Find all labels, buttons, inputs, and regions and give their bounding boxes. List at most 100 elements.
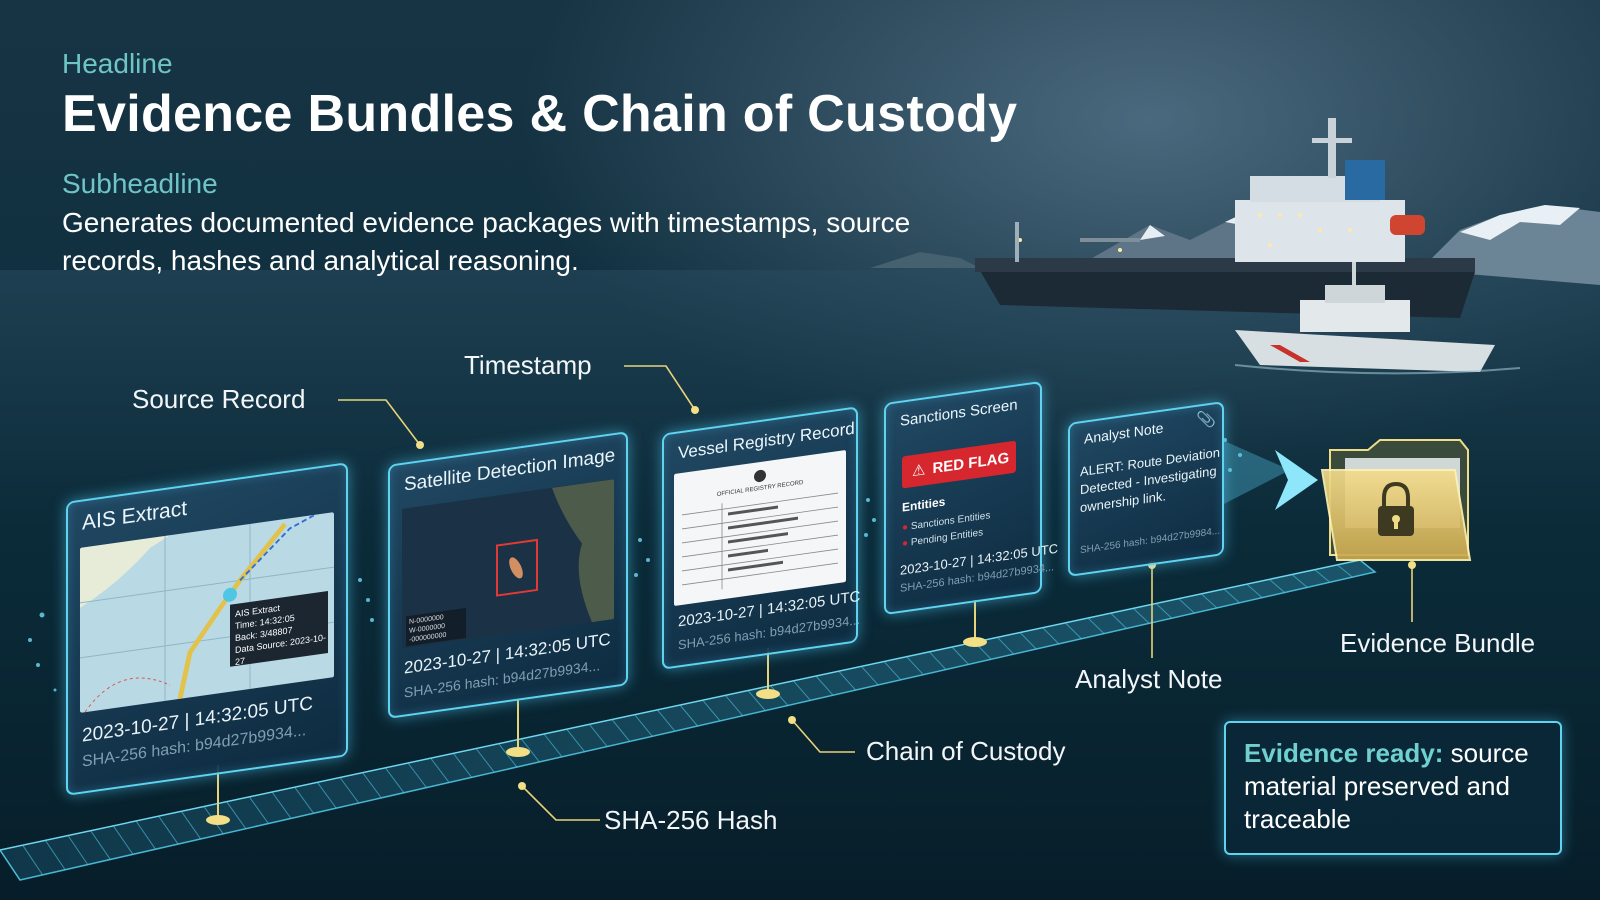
belt-segment	[611, 719, 631, 742]
belt-segment	[679, 704, 698, 727]
ready-label: Evidence ready:	[1244, 738, 1444, 768]
belt-segment	[1155, 603, 1173, 619]
belt-segment	[883, 661, 902, 681]
sanctions-screen-card[interactable]: Sanctions Screen ⚠ RED FLAG Entities ● S…	[884, 380, 1058, 616]
entities-list: ● Sanctions Entities ● Pending Entities	[902, 508, 990, 552]
belt-node	[756, 689, 780, 699]
belt-segment	[1223, 588, 1240, 604]
satellite-image-card[interactable]: Satellite Detection Image N-0000000 W-00…	[388, 431, 628, 719]
card-title: Analyst Note	[1084, 419, 1164, 447]
belt-segment	[815, 675, 834, 696]
belt-segment	[860, 665, 879, 686]
callout-evidence-bundle: Evidence Bundle	[1340, 628, 1536, 658]
belt-segment	[90, 830, 111, 860]
particle-dots	[28, 438, 1242, 692]
belt-segment	[452, 753, 473, 778]
belt-segment	[1246, 583, 1263, 599]
belt-segment	[362, 772, 382, 799]
belt-segment	[1110, 612, 1127, 629]
belt-segment	[0, 849, 21, 881]
belt-segment	[1132, 607, 1150, 624]
belt-segment	[951, 646, 969, 665]
page-subtitle: Generates documented evidence packages w…	[62, 207, 911, 276]
belt-segment	[384, 767, 405, 794]
belt-segment	[634, 714, 653, 737]
card-title: AIS Extract	[82, 496, 188, 535]
belt-segment	[498, 743, 518, 768]
callout-source-record: Source Record	[132, 384, 306, 414]
belt-segment	[1359, 559, 1376, 573]
callout-analyst-note: Analyst Note	[1075, 664, 1223, 694]
belt-segment	[248, 796, 269, 824]
subheadline-label: Subheadline	[62, 168, 218, 199]
folder-icon	[1320, 439, 1472, 561]
belt-segment	[44, 840, 66, 871]
belt-segment	[158, 815, 179, 845]
warning-icon: ⚠	[912, 461, 926, 481]
belt-segment	[271, 791, 292, 819]
belt-segment	[1314, 569, 1331, 583]
belt-segment	[520, 738, 540, 763]
ais-extract-card[interactable]: AIS Extract AIS Extract Time: 14:32:05 B…	[66, 462, 348, 796]
lock-icon	[1378, 481, 1414, 536]
paperclip-icon: 📎	[1196, 410, 1216, 430]
belt-segment	[112, 825, 134, 855]
card-hash: SHA-256 hash: b94d27b9984...	[1080, 525, 1221, 557]
satellite-image: N-0000000 W-0000000 -000000000	[402, 479, 614, 649]
tanker-ship	[975, 118, 1475, 318]
bundle-arrow	[1222, 440, 1318, 510]
belt-segment	[1178, 598, 1195, 614]
belt-segment	[475, 748, 495, 773]
analyst-note-card[interactable]: Analyst Note 📎 ALERT: Route Deviation De…	[1068, 401, 1224, 577]
entities-label: Entities	[902, 494, 946, 515]
belt-node	[206, 815, 230, 825]
patrol-boat	[1234, 262, 1521, 375]
belt-segment	[294, 786, 314, 814]
belt-segment	[180, 811, 202, 840]
ready-text: source material preserved and traceable	[1244, 738, 1529, 834]
analyst-note-text: ALERT: Route Deviation Detected - Invest…	[1080, 444, 1220, 516]
vessel-registry-card[interactable]: Vessel Registry Record OFFICIAL REGISTRY…	[662, 406, 860, 670]
registry-document: OFFICIAL REGISTRY RECORD	[674, 449, 846, 607]
belt-segment	[656, 709, 676, 732]
card-title: Sanctions Screen	[900, 396, 1018, 430]
callout-chain-of-custody: Chain of Custody	[866, 736, 1066, 766]
belt-segment	[792, 680, 811, 701]
belt-node	[506, 747, 530, 757]
belt-segment	[1269, 578, 1285, 593]
belt-segment	[724, 695, 744, 717]
evidence-ready-status: Evidence ready: source material preserve…	[1224, 721, 1562, 855]
belt-segment	[407, 762, 427, 788]
belt-segment	[566, 728, 585, 752]
satellite-coords: N-0000000 W-0000000 -000000000	[409, 614, 447, 644]
belt-segment	[1019, 632, 1037, 650]
belt-segment	[1291, 574, 1308, 588]
belt-segment	[339, 777, 360, 804]
belt-segment	[135, 820, 156, 850]
belt-segment	[702, 699, 721, 722]
red-flag-badge: ⚠ RED FLAG	[902, 440, 1016, 489]
callout-timestamp: Timestamp	[464, 350, 592, 380]
belt-segment	[588, 724, 608, 747]
belt-segment	[996, 636, 1015, 655]
belt-segment	[430, 757, 450, 783]
belt-segment	[928, 651, 947, 670]
belt-segment	[1042, 627, 1060, 645]
belt-segment	[906, 656, 924, 676]
ais-track-map: AIS Extract Time: 14:32:05 Back: 3/48807…	[80, 512, 334, 713]
belt-segment	[1200, 593, 1218, 609]
callout-sha-hash: SHA-256 Hash	[604, 805, 778, 835]
headline-label: Headline	[62, 48, 173, 79]
belt-node	[963, 637, 987, 647]
belt-segment	[226, 801, 247, 829]
belt-segment	[838, 670, 856, 691]
belt-segment	[22, 844, 43, 876]
belt-segment	[1087, 617, 1105, 634]
belt-segment	[1337, 564, 1353, 578]
belt-segment	[747, 690, 766, 711]
belt-segment	[1064, 622, 1082, 640]
page-title: Evidence Bundles & Chain of Custody	[62, 85, 1018, 143]
belt-segment	[316, 782, 337, 809]
